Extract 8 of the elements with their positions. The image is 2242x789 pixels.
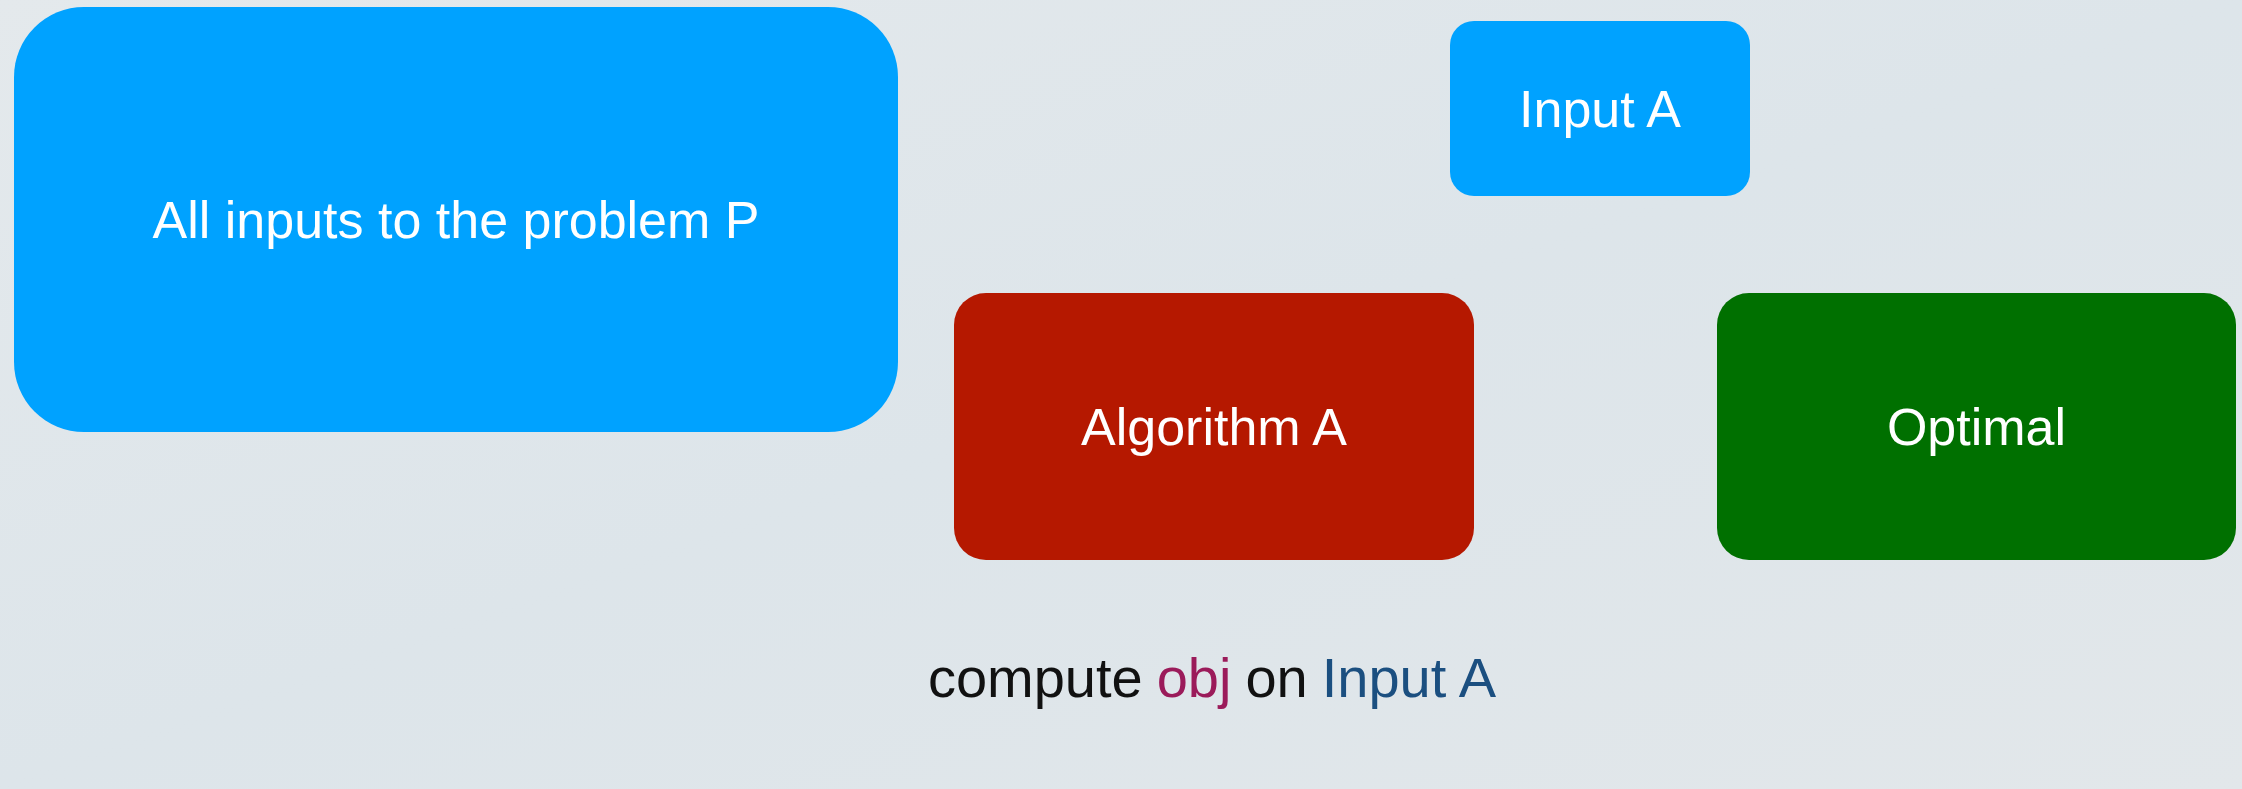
result-box: Optimal: [1717, 293, 2236, 560]
note-text: compute: [927, 645, 1143, 711]
note-text: Input A: [1321, 645, 1497, 711]
note-text: on: [1245, 645, 1308, 711]
input-box: Input A: [1450, 21, 1750, 196]
algorithm-box: Algorithm A: [954, 293, 1474, 560]
note-text: obj: [1156, 645, 1232, 711]
input-set-box: All inputs to the problem P: [14, 7, 898, 432]
